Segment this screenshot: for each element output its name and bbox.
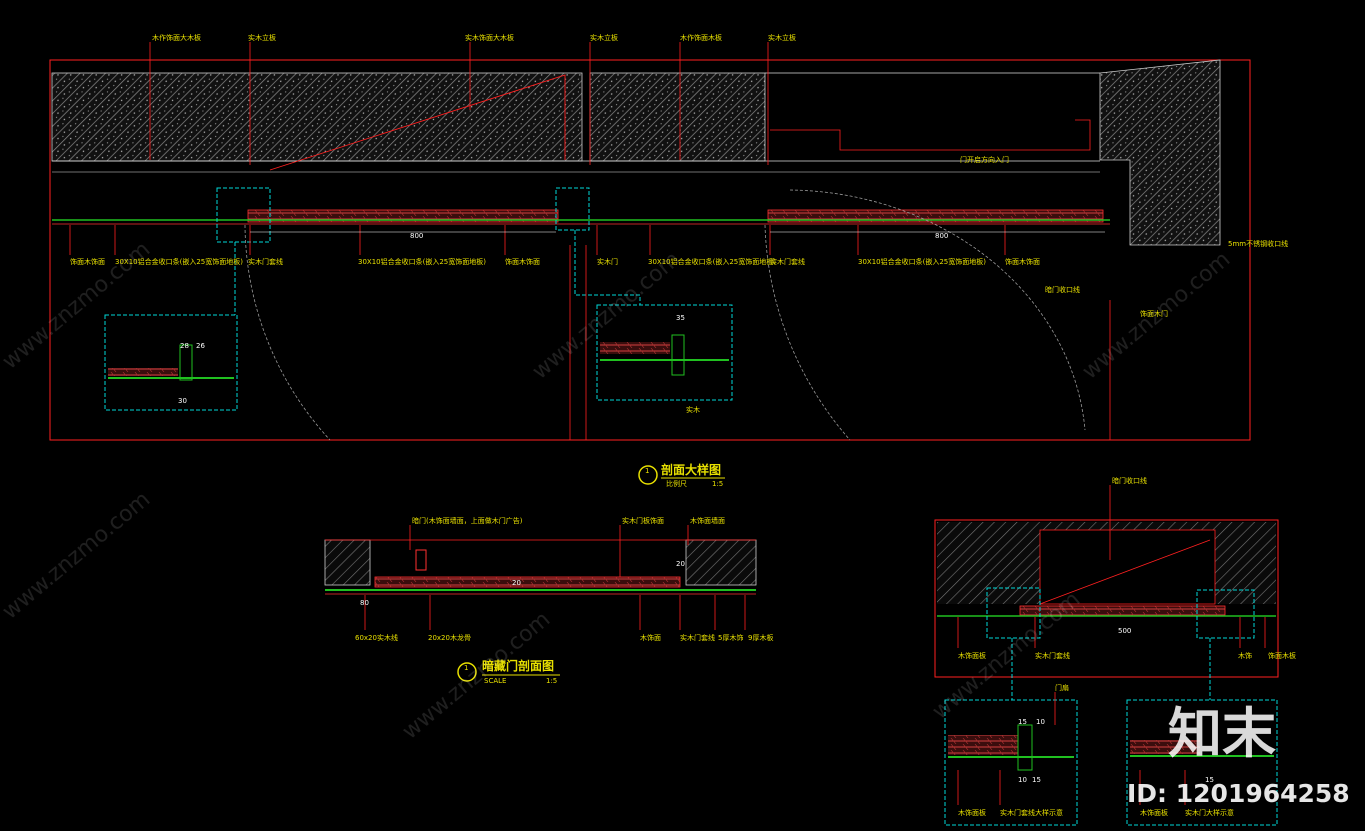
label-top-6: 实木立板: [768, 33, 796, 42]
bl-label-top-1: 暗门(木饰面墙面，上面做木门广告): [412, 516, 523, 525]
title-bottom-scale-label: SCALE: [484, 677, 506, 685]
watermark-site-3: www.znzmo.com: [1078, 247, 1235, 385]
label-top-4: 实木立板: [590, 33, 618, 42]
watermark-site-4: www.znzmo.com: [0, 487, 155, 625]
bl-label-top-2: 实木门板饰面: [622, 516, 664, 525]
label-bottom-7: 30X10铝合金收口条(嵌入25宽饰面地板): [648, 257, 776, 266]
br-dim-1: 500: [1118, 627, 1131, 635]
label-bottom-1: 饰面木饰面: [70, 257, 105, 266]
bl-label-bottom-1: 60x20实木线: [355, 633, 398, 642]
wall-hatch-left: [51, 72, 583, 162]
watermark-site-5: www.znzmo.com: [398, 607, 555, 745]
bl-label-bottom-4: 实木门套线: [680, 633, 715, 642]
label-right-3: 暗门收口线: [1045, 285, 1080, 294]
br-label-bottom-4: 饰面木板: [1268, 651, 1296, 660]
bl-label-bottom-2: 20x20木龙骨: [428, 633, 471, 642]
label-top-5: 木作饰面木板: [680, 33, 722, 42]
right-section-detail: 暗门收口线 门扇 木饰面板 实木门套线 木饰 饰面木板 500 15 10 10…: [934, 476, 1296, 826]
title-number: 1: [645, 467, 649, 475]
br-dim-2: 15: [1018, 718, 1027, 726]
watermark-site-2: www.znzmo.com: [528, 247, 685, 385]
logo-text: 知末: [1168, 702, 1276, 765]
label-bottom-2: 30X10铝合金收口条(嵌入25宽饰面地板): [115, 257, 243, 266]
dim-top-1: 800: [410, 232, 423, 240]
br-detail-label-1: 木饰面板: [958, 808, 986, 817]
br-dim-5: 15: [1032, 776, 1041, 784]
bl-label-bottom-5: 5厚木饰: [718, 633, 743, 642]
door-panel-2: [767, 209, 1104, 223]
bl-label-bottom-6: 9厚木板: [748, 633, 773, 642]
wall-hatch-mid: [589, 72, 766, 162]
br-dim-3: 10: [1036, 718, 1045, 726]
br-dim-4: 10: [1018, 776, 1027, 784]
label-right-4: 门开启方向入门: [960, 155, 1009, 164]
title-bottom-scale: 1:5: [546, 677, 557, 685]
title-scale: 1:5: [712, 480, 723, 488]
brand-logo: 知末 ID: 1201964258: [1127, 702, 1350, 808]
wall-hatch-right: [1099, 59, 1221, 246]
detail-dim-4: 35: [676, 314, 685, 322]
title-block-top: 1 剖面大样图 比例尺 1:5: [638, 462, 725, 488]
title-circle: [638, 465, 658, 485]
label-bottom-3: 实木门套线: [248, 257, 283, 266]
label-bottom-6: 实木门: [597, 257, 618, 266]
top-section-detail: 800 800 木作饰面大木板 实木立板 实木饰面大木板 实木立板 木作饰面木板…: [49, 33, 1288, 441]
bl-label-bottom-3: 木饰面: [640, 633, 661, 642]
bl-label-top-3: 木饰面墙面: [690, 516, 725, 525]
br-detail-label-2: 实木门套线大样示意: [1000, 808, 1063, 817]
bl-dim-2: 20: [512, 579, 521, 587]
top-frame: [49, 59, 1251, 441]
title-bottom-text: 暗藏门剖面图: [482, 658, 554, 673]
label-bottom-9: 30X10铝合金收口条(嵌入25宽饰面地板): [858, 257, 986, 266]
enlarged-detail-2: [596, 304, 733, 401]
label-right-1: 5mm不锈钢收口线: [1228, 239, 1288, 248]
hidden-door-section: 暗门(木饰面墙面，上面做木门广告) 实木门板饰面 木饰面墙面 60x20实木线 …: [324, 516, 773, 642]
title-text: 剖面大样图: [661, 462, 721, 477]
enlarged-detail-1: [104, 314, 238, 411]
detail-dim-3: 30: [178, 397, 187, 405]
br-label-top-2: 门扇: [1055, 683, 1069, 692]
label-bottom-10: 饰面木饰面: [1005, 257, 1040, 266]
label-top-1: 木作饰面大木板: [152, 33, 201, 42]
label-bottom-4: 30X10铝合金收口条(嵌入25宽饰面地板): [358, 257, 486, 266]
title-scale-label: 比例尺: [666, 479, 687, 488]
br-label-bottom-2: 实木门套线: [1035, 651, 1070, 660]
label-top-3: 实木饰面大木板: [465, 33, 514, 42]
image-id: ID: 1201964258: [1127, 779, 1350, 808]
callout-label: 实木: [686, 405, 700, 414]
title-block-bottom: 1 暗藏门剖面图 SCALE 1:5: [457, 658, 560, 685]
label-top-2: 实木立板: [248, 33, 276, 42]
label-bottom-5: 饰面木饰面: [505, 257, 540, 266]
br-detail-label-4: 实木门大样示意: [1185, 808, 1234, 817]
watermark-layer: www.znzmo.com www.znzmo.com www.znzmo.co…: [0, 237, 1235, 745]
detail-dim-2: 26: [196, 342, 205, 350]
label-right-2: 饰面木门: [1140, 309, 1168, 318]
label-bottom-8: 实木门套线: [770, 257, 805, 266]
door-panel-1: [247, 209, 559, 223]
callout-box-2: [555, 187, 590, 231]
title-bottom-number: 1: [464, 664, 468, 672]
br-label-bottom-1: 木饰面板: [958, 651, 986, 660]
detail-dim-1: 28: [180, 342, 189, 350]
br-label-bottom-3: 木饰: [1238, 651, 1252, 660]
callout-box-1: [216, 187, 271, 243]
dim-top-2: 800: [935, 232, 948, 240]
br-label-top-1: 暗门收口线: [1112, 476, 1147, 485]
bl-dim-3: 20: [676, 560, 685, 568]
bl-dim-1: 80: [360, 599, 369, 607]
br-dim-6: 15: [1205, 776, 1214, 784]
br-detail-label-3: 木饰面板: [1140, 808, 1168, 817]
